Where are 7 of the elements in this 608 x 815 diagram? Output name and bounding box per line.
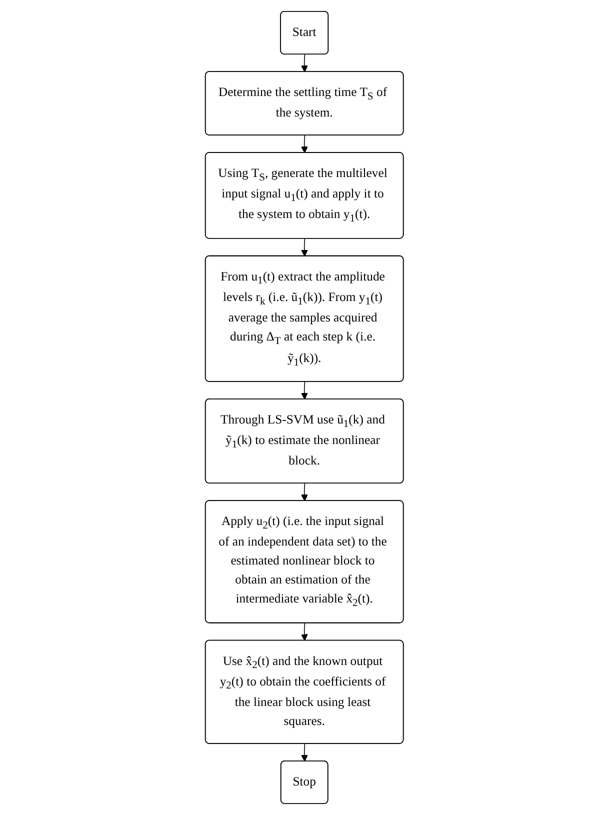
arrow xyxy=(300,382,308,400)
arrow xyxy=(300,135,308,154)
arrow xyxy=(300,622,308,641)
arrow xyxy=(300,743,308,762)
arrow xyxy=(300,483,308,502)
arrow xyxy=(300,238,308,257)
arrow xyxy=(300,54,308,72)
